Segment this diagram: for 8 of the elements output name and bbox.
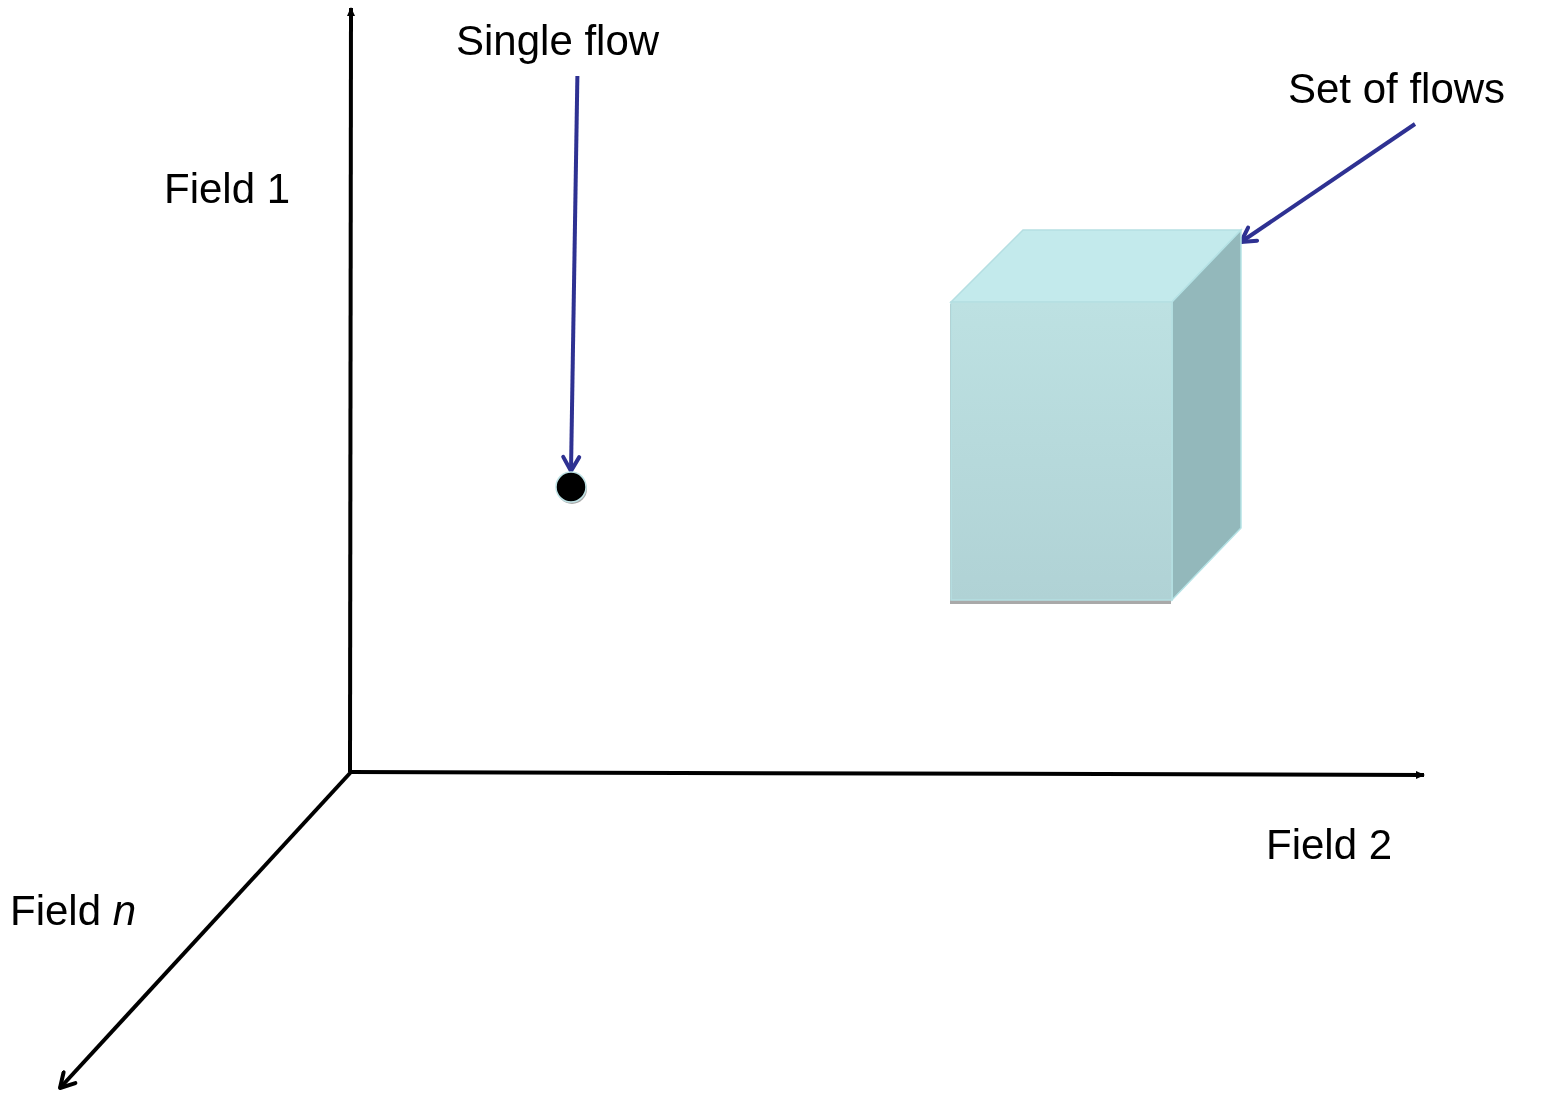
axis-label: Field 1	[164, 164, 291, 214]
leader-arrow	[561, 75, 582, 473]
axis-label: Field 2	[1266, 820, 1393, 870]
cuboid-drawing	[948, 228, 1244, 606]
axis-label: Field n	[10, 886, 137, 936]
label-text: Set of flows	[1288, 64, 1542, 122]
label-text: Single flow	[456, 16, 694, 74]
point-dot	[555, 471, 587, 503]
